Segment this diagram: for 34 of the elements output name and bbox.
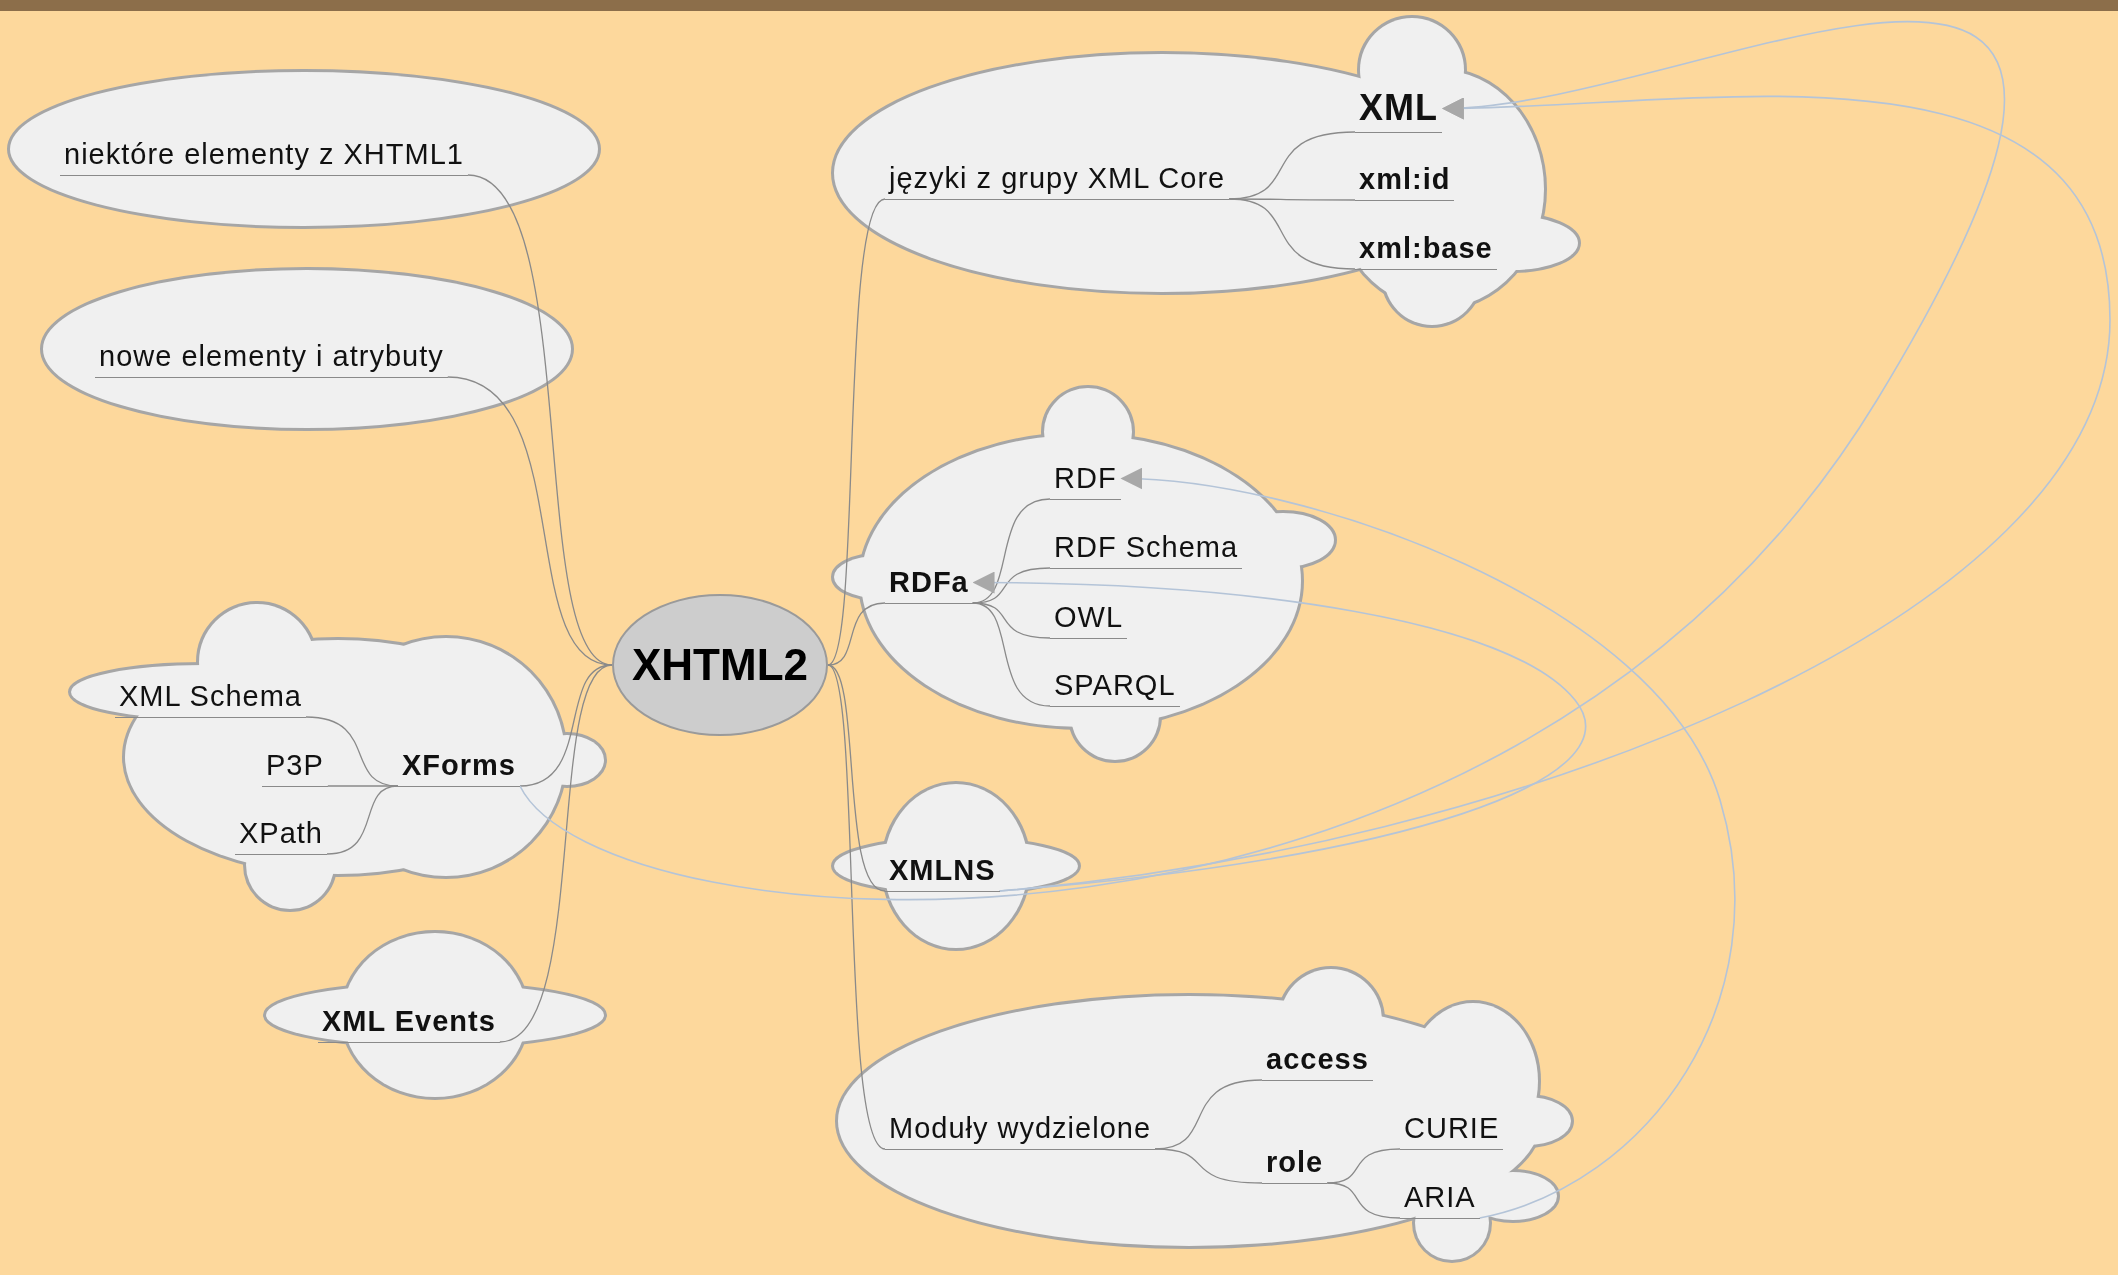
topic-label: P3P	[262, 744, 328, 787]
branch-line	[1154, 1148, 1263, 1184]
topic-label: OWL	[1050, 596, 1128, 639]
branch-line	[1326, 1182, 1401, 1219]
topic-label: języki z grupy XML Core	[885, 157, 1230, 200]
arrow	[1120, 468, 1736, 1219]
topic-label: CURIE	[1400, 1107, 1504, 1150]
topic-label: RDFa	[885, 561, 973, 604]
topic-label: SPARQL	[1050, 664, 1180, 707]
branch-line	[1228, 198, 1356, 270]
topic-label: RDF	[1050, 457, 1121, 500]
branch-line	[972, 602, 1051, 707]
topic-label: nowe elementy i atrybuty	[95, 335, 448, 378]
branch-line	[827, 664, 886, 1150]
topic-label: xml:base	[1355, 227, 1497, 270]
topic-label: access	[1262, 1038, 1373, 1081]
topic-label: RDF Schema	[1050, 526, 1243, 569]
topic-label: xml:id	[1355, 158, 1455, 201]
topic-label: XForms	[398, 744, 520, 787]
central-topic: XHTML2	[612, 594, 828, 736]
topic-label: XPath	[235, 812, 327, 855]
branch-line	[827, 602, 886, 666]
branch-line	[327, 785, 399, 787]
topic-label: Moduły wydzielone	[885, 1107, 1155, 1150]
branch-line	[972, 602, 1051, 639]
branch-line	[499, 664, 613, 1043]
arrow	[972, 571, 1586, 892]
topic-label: XML	[1355, 84, 1442, 133]
branch-line	[827, 198, 886, 666]
branch-line	[326, 785, 399, 855]
arrow	[519, 20, 2006, 900]
topic-label: role	[1262, 1141, 1328, 1184]
topic-label: ARIA	[1400, 1176, 1480, 1219]
topic-label: niektóre elementy z XHTML1	[60, 133, 468, 176]
